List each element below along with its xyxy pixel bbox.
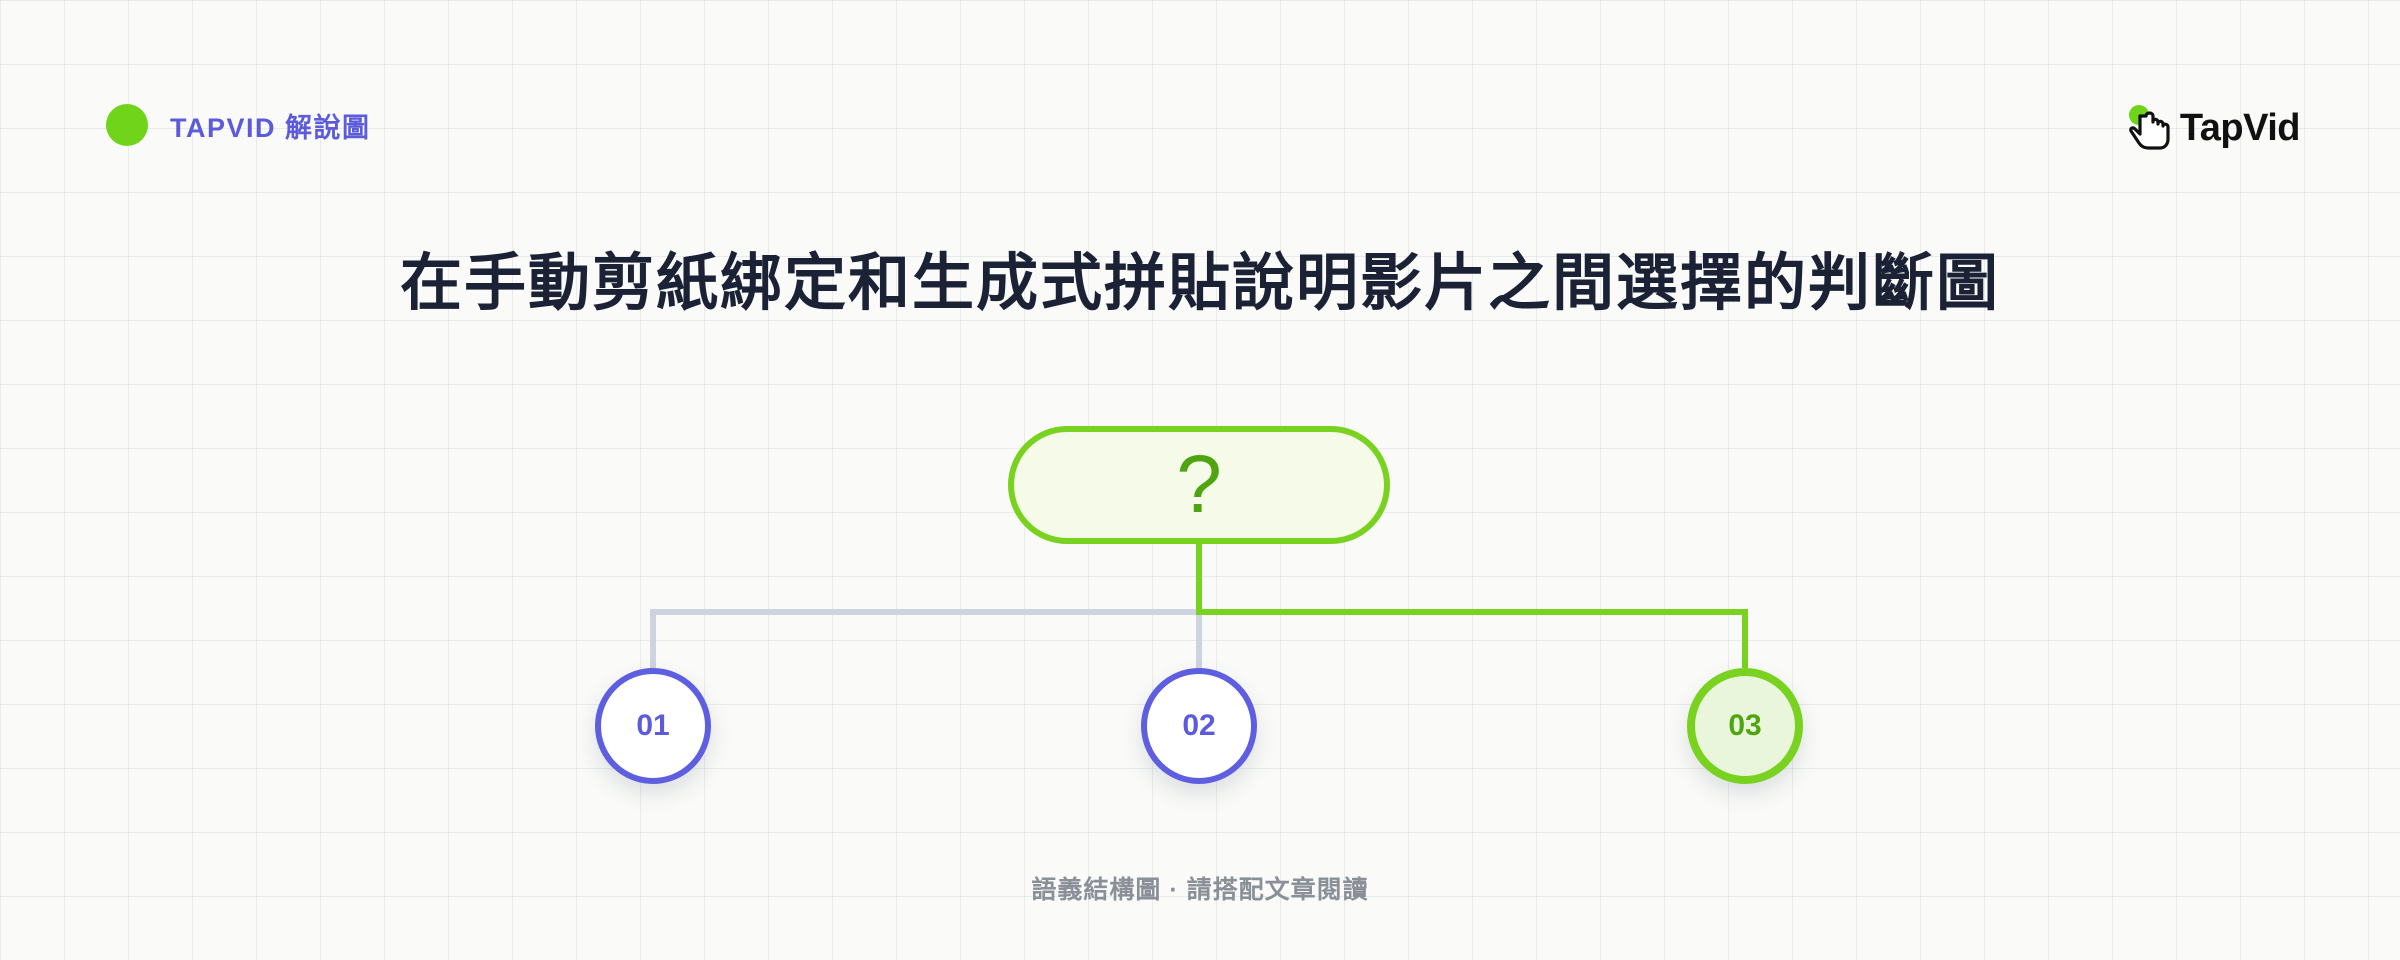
tap-hand-icon	[2126, 100, 2178, 156]
footer-caption: 語義結構圖 · 請搭配文章閱讀	[1031, 876, 1369, 904]
logo-text: TapVid	[2179, 106, 2301, 149]
brand-badge: TAPVID 解說圖	[106, 104, 371, 146]
page-title: 在手動剪紙綁定和生成式拼貼說明影片之間選擇的判斷圖	[399, 249, 2000, 318]
decision-node: ?	[1008, 426, 1390, 544]
connector-to-03	[1196, 544, 1748, 668]
tapvid-logo[interactable]: TapVid	[2126, 100, 2301, 156]
option-node-01: 01	[595, 668, 711, 784]
option-node-03: 03	[1687, 668, 1803, 784]
brand-label: TAPVID 解說圖	[170, 112, 371, 143]
option-node-02: 02	[1141, 668, 1257, 784]
connector-to-01	[650, 609, 1199, 668]
brand-dot-icon	[106, 104, 148, 146]
